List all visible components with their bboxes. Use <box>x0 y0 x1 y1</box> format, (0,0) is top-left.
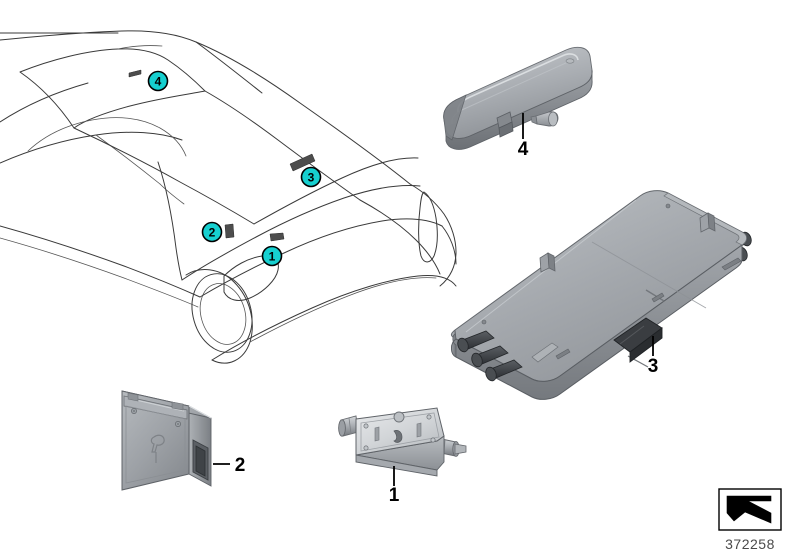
marker-1-module <box>269 232 285 242</box>
amplifier-coax-left <box>338 415 359 437</box>
part-number-3: 3 <box>648 356 659 377</box>
callout-2[interactable]: 2 <box>201 221 223 243</box>
part-label-2: 2 <box>213 455 245 476</box>
marker-3-module <box>289 153 316 172</box>
marker-2-module <box>224 223 235 239</box>
part-label-1: 1 <box>389 466 400 506</box>
bmw-diagram-arrow-icon <box>726 495 772 524</box>
callout-2-label: 2 <box>209 226 216 240</box>
callout-3[interactable]: 3 <box>300 166 322 188</box>
callout-1[interactable]: 1 <box>261 245 283 267</box>
vehicle-location-markers <box>128 69 316 242</box>
callout-4[interactable]: 4 <box>147 70 169 92</box>
callout-1-label: 1 <box>269 250 276 264</box>
module-mounting-tabs <box>539 212 716 273</box>
antenna-plug-piece <box>530 111 559 127</box>
car-body-outline <box>0 30 457 364</box>
part-number-2: 2 <box>235 455 246 476</box>
callout-4-label: 4 <box>155 75 162 89</box>
diagram-id-number: 372258 <box>725 536 775 552</box>
part-number-4: 4 <box>518 139 529 160</box>
part-number-1: 1 <box>389 485 400 506</box>
part-label-4: 4 <box>518 113 529 160</box>
marker-4-roof-antenna <box>128 69 142 78</box>
callout-3-label: 3 <box>308 171 315 185</box>
module-connectors-front-left <box>457 330 523 382</box>
module-front-connector <box>613 317 663 363</box>
part-label-3: 3 <box>648 336 659 377</box>
